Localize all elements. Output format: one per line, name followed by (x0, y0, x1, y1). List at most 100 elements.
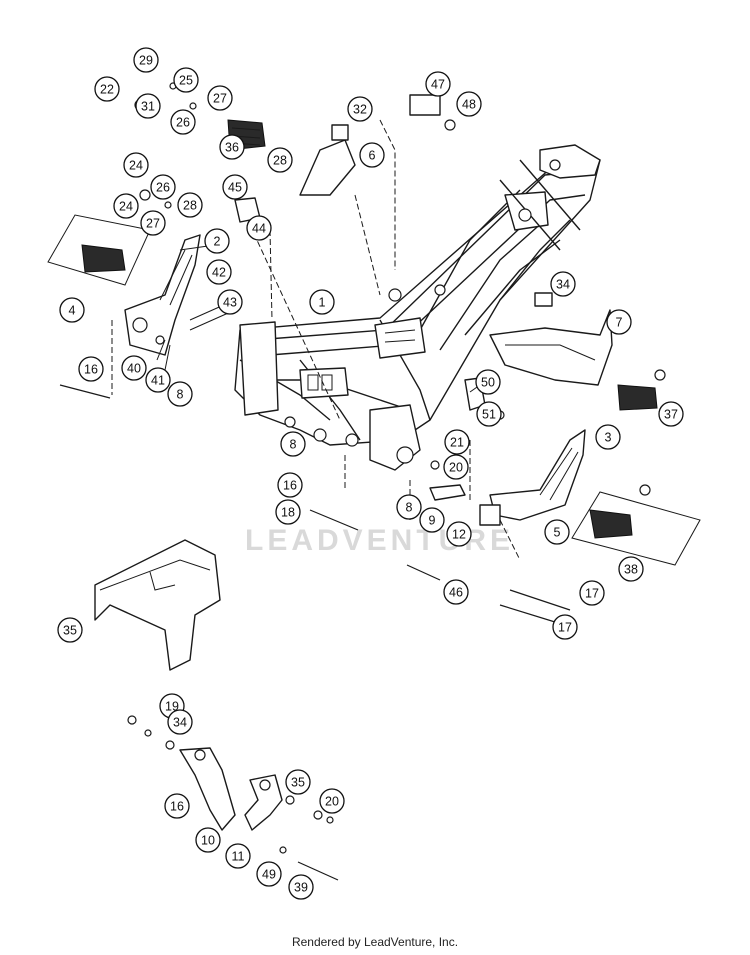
callout-40: 40 (121, 355, 147, 381)
callout-34: 34 (167, 709, 193, 735)
callout-26: 26 (170, 109, 196, 135)
callout-label: 25 (179, 74, 193, 88)
watermark: LEADVENTURE (245, 524, 514, 557)
callout-24: 24 (123, 152, 149, 178)
callout-36: 36 (219, 134, 245, 160)
callout-label: 20 (449, 461, 463, 475)
callout-label: 5 (554, 526, 561, 540)
callout-16: 16 (164, 793, 190, 819)
callout-8: 8 (167, 381, 193, 407)
callout-20: 20 (319, 788, 345, 814)
callout-label: 6 (369, 149, 376, 163)
callout-label: 12 (452, 528, 466, 542)
callout-label: 7 (616, 316, 623, 330)
main-frame (234, 144, 601, 471)
callout-46: 46 (443, 579, 469, 605)
callout-label: 35 (63, 624, 77, 638)
callout-label: 16 (283, 479, 297, 493)
callout-label: 2 (214, 235, 221, 249)
callout-31: 31 (135, 93, 161, 119)
callout-50: 50 (475, 369, 501, 395)
callout-label: 32 (353, 103, 367, 117)
callout-16: 16 (78, 356, 104, 382)
callout-32: 32 (347, 96, 373, 122)
hardware (59, 82, 666, 854)
callout-label: 27 (146, 217, 160, 231)
callout-35: 35 (57, 617, 83, 643)
callout-27: 27 (207, 85, 233, 111)
callout-51: 51 (476, 401, 502, 427)
callout-label: 16 (170, 800, 184, 814)
callout-label: 34 (556, 278, 570, 292)
footpeg-5 (589, 509, 633, 539)
callout-5: 5 (544, 519, 570, 545)
callout-label: 17 (558, 621, 572, 635)
callout-label: 40 (127, 362, 141, 376)
callout-label: 20 (325, 795, 339, 809)
callout-label: 46 (449, 586, 463, 600)
callout-1: 1 (309, 289, 335, 315)
callout-6: 6 (359, 142, 385, 168)
callout-label: 31 (141, 100, 155, 114)
callout-12: 12 (446, 521, 472, 547)
callout-8: 8 (280, 431, 306, 457)
footpeg-4 (81, 244, 126, 273)
callout-21: 21 (444, 429, 470, 455)
callout-label: 10 (201, 834, 215, 848)
callout-label: 43 (223, 296, 237, 310)
callout-label: 38 (624, 563, 638, 577)
callout-label: 4 (69, 304, 76, 318)
inset-box-5 (571, 491, 701, 566)
pillion-bracket-right (489, 309, 613, 386)
callout-label: 19 (165, 700, 179, 714)
callout-17: 17 (579, 580, 605, 606)
left-footrest-bracket (124, 234, 201, 356)
callout-42: 42 (206, 259, 232, 285)
callout-3: 3 (595, 424, 621, 450)
callout-4: 4 (59, 297, 85, 323)
link-10 (179, 747, 236, 831)
callout-label: 9 (429, 514, 436, 528)
callout-22: 22 (94, 76, 120, 102)
callout-label: 49 (262, 868, 276, 882)
callout-label: 45 (228, 181, 242, 195)
callout-10: 10 (195, 827, 221, 853)
callout-label: 11 (232, 850, 245, 864)
right-footrest-bracket (489, 429, 586, 521)
callout-label: 42 (212, 266, 226, 280)
callout-20: 20 (443, 454, 469, 480)
callout-48: 48 (456, 91, 482, 117)
callout-label: 27 (213, 92, 227, 106)
callout-26: 26 (150, 174, 176, 200)
callout-label: 37 (664, 408, 678, 422)
callout-label: 41 (151, 374, 165, 388)
callout-label: 48 (462, 98, 476, 112)
callout-label: 8 (290, 438, 297, 452)
callout-29: 29 (133, 47, 159, 73)
callout-25: 25 (173, 67, 199, 93)
callout-label: 21 (450, 436, 464, 450)
callout-24: 24 (113, 193, 139, 219)
callout-label: 24 (129, 159, 143, 173)
callout-27: 27 (140, 210, 166, 236)
callout-28: 28 (267, 147, 293, 173)
callout-34: 34 (550, 271, 576, 297)
callout-label: 1 (319, 296, 326, 310)
callout-label: 28 (183, 199, 197, 213)
callout-18: 18 (275, 499, 301, 525)
callout-39: 39 (288, 874, 314, 900)
callout-9: 9 (419, 507, 445, 533)
callout-label: 29 (139, 54, 153, 68)
callout-label: 47 (431, 78, 445, 92)
callout-16: 16 (277, 472, 303, 498)
callout-label: 50 (481, 376, 495, 390)
callout-7: 7 (606, 309, 632, 335)
callout-label: 17 (585, 587, 599, 601)
callout-11: 11 (225, 843, 251, 869)
callout-17: 17 (552, 614, 578, 640)
callout-label: 26 (176, 116, 190, 130)
leader-lines (111, 119, 521, 561)
callout-label: 44 (252, 222, 266, 236)
callout-38: 38 (618, 556, 644, 582)
callout-41: 41 (145, 367, 171, 393)
